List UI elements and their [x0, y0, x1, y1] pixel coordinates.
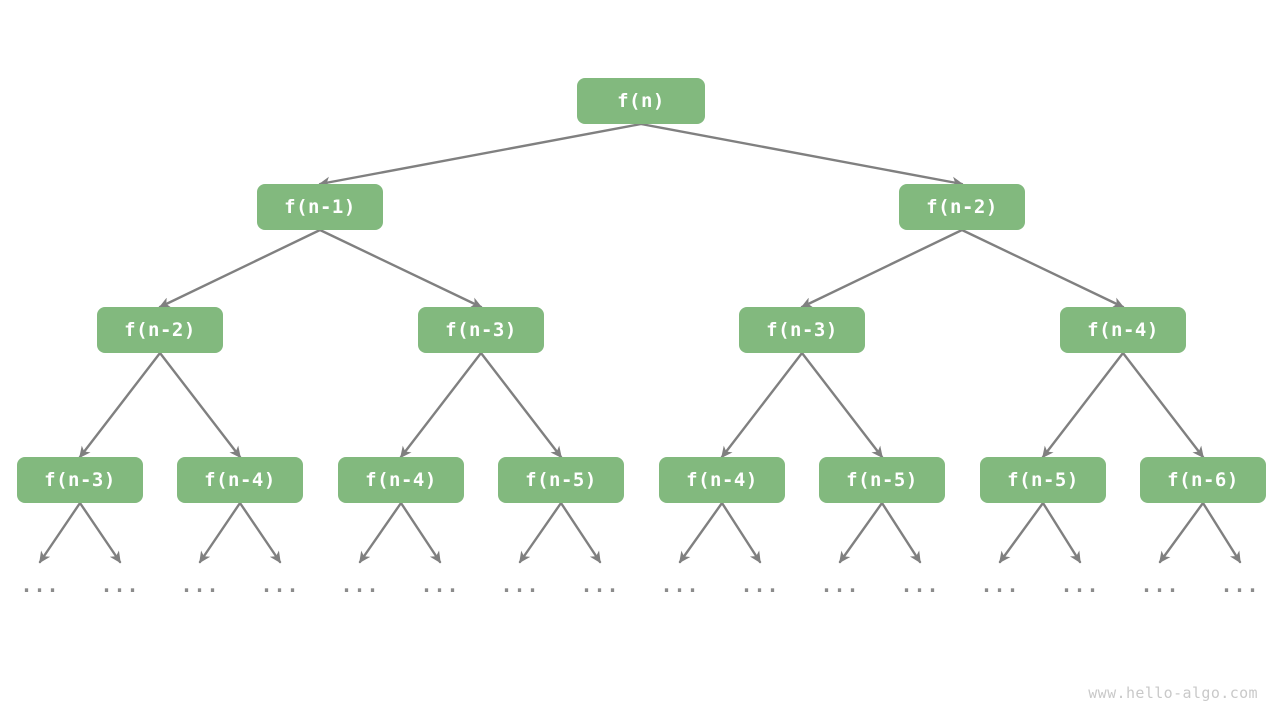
- tree-node: f(n-3): [418, 307, 544, 353]
- tree-edge: [38, 501, 82, 564]
- leaf-ellipsis: ...: [660, 573, 700, 597]
- tree-edge: [358, 501, 403, 564]
- tree-edges: [38, 122, 1242, 564]
- leaf-ellipsis: ...: [580, 573, 620, 597]
- tree-edge: [800, 351, 884, 459]
- tree-node: f(n-4): [1060, 307, 1186, 353]
- tree-edge: [639, 122, 964, 188]
- tree-edge: [318, 228, 483, 309]
- tree-edge: [399, 501, 442, 564]
- tree-edge: [1121, 351, 1205, 459]
- leaf-ellipsis: ...: [340, 573, 380, 597]
- tree-node: f(n-6): [1140, 457, 1266, 503]
- tree-node: f(n-5): [980, 457, 1106, 503]
- leaf-ellipsis: ...: [420, 573, 460, 597]
- tree-edge: [518, 501, 563, 564]
- tree-edge: [399, 351, 483, 459]
- tree-edge: [800, 228, 964, 309]
- tree-edge: [960, 228, 1125, 309]
- tree-node: f(n-4): [177, 457, 303, 503]
- leaf-ellipsis: ...: [180, 573, 220, 597]
- leaf-ellipsis: ...: [500, 573, 540, 597]
- tree-edge: [998, 501, 1045, 564]
- tree-edge: [158, 228, 322, 309]
- tree-edge: [318, 122, 643, 188]
- tree-edge: [78, 351, 162, 459]
- leaf-ellipsis: ...: [1140, 573, 1180, 597]
- tree-edge: [1158, 501, 1205, 564]
- tree-edge: [1201, 501, 1242, 564]
- tree-node: f(n-4): [659, 457, 785, 503]
- tree-edge: [1041, 351, 1125, 459]
- tree-edge: [158, 351, 242, 459]
- tree-edge: [678, 501, 724, 564]
- leaf-ellipsis: ...: [100, 573, 140, 597]
- leaf-ellipsis: ...: [1060, 573, 1100, 597]
- tree-edge: [720, 501, 762, 564]
- tree-edge: [1041, 501, 1082, 564]
- tree-node: f(n-1): [257, 184, 383, 230]
- tree-edge: [559, 501, 602, 564]
- leaf-ellipsis: ...: [260, 573, 300, 597]
- tree-edge: [838, 501, 884, 564]
- tree-edge: [880, 501, 922, 564]
- tree-edge: [720, 351, 804, 459]
- tree-node: f(n-5): [819, 457, 945, 503]
- leaf-ellipsis: ...: [1220, 573, 1260, 597]
- leaf-ellipsis: ...: [820, 573, 860, 597]
- leaf-ellipsis: ...: [980, 573, 1020, 597]
- tree-node: f(n-5): [498, 457, 624, 503]
- tree-edge: [238, 501, 282, 564]
- tree-node: f(n): [577, 78, 705, 124]
- watermark-label: www.hello-algo.com: [1088, 684, 1258, 702]
- leaf-ellipsis: ...: [900, 573, 940, 597]
- tree-edge: [78, 501, 122, 564]
- leaf-ellipsis: ...: [20, 573, 60, 597]
- tree-node: f(n-2): [899, 184, 1025, 230]
- leaf-ellipsis: ...: [740, 573, 780, 597]
- tree-node: f(n-2): [97, 307, 223, 353]
- tree-node: f(n-3): [17, 457, 143, 503]
- tree-node: f(n-3): [739, 307, 865, 353]
- tree-edge: [479, 351, 563, 459]
- tree-edge: [198, 501, 242, 564]
- tree-node: f(n-4): [338, 457, 464, 503]
